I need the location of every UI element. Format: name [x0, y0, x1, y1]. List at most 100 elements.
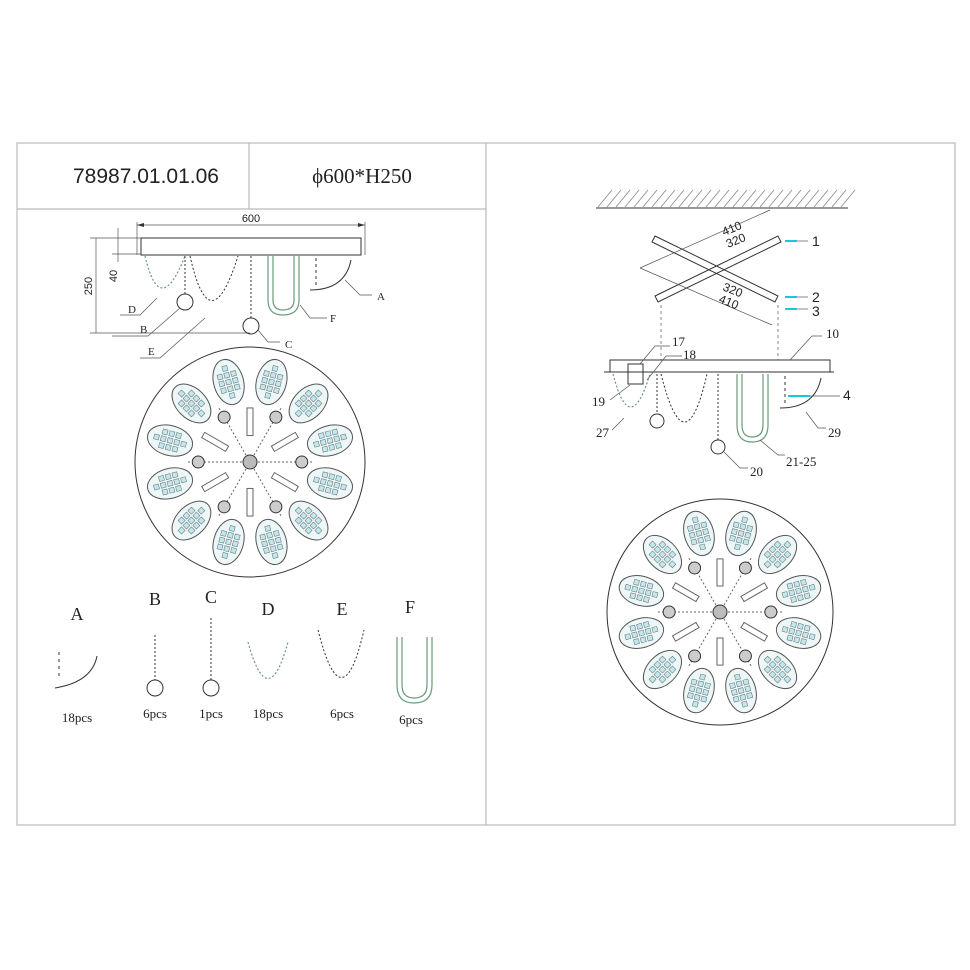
crystal	[223, 545, 231, 553]
hatch-line	[642, 189, 658, 208]
model-number: 78987.01.01.06	[73, 165, 219, 188]
glass-rod	[246, 487, 254, 517]
callout-1: 1	[812, 233, 820, 249]
crystal	[646, 582, 654, 590]
part-f-label: F	[405, 597, 415, 617]
crystal	[695, 530, 703, 537]
part-c-qty: 1pcs	[199, 706, 223, 721]
crystal	[182, 404, 191, 413]
crystal	[668, 560, 677, 569]
crystal	[216, 543, 224, 551]
hatch-line	[741, 189, 757, 208]
crystal	[741, 516, 749, 524]
crystal	[313, 476, 320, 484]
crystal	[220, 387, 227, 394]
part-a-qty: 18pcs	[62, 710, 92, 725]
crystal	[803, 624, 811, 632]
crystal-ball	[217, 500, 231, 514]
crystal-petal	[618, 617, 665, 649]
crystal	[335, 475, 342, 482]
crystal	[220, 530, 227, 537]
crystal	[294, 516, 303, 525]
height-dim: 250	[83, 277, 95, 295]
crystal	[691, 516, 699, 524]
crystal	[790, 596, 798, 603]
crystal-petal	[288, 383, 329, 424]
crystal	[216, 373, 224, 381]
crystal	[763, 665, 772, 674]
crystal	[269, 545, 277, 553]
crystal-petal	[171, 500, 212, 541]
crystal	[273, 530, 280, 537]
crystal	[631, 631, 639, 639]
crystal-petal	[255, 358, 288, 406]
crystal	[173, 439, 181, 446]
crystal	[700, 695, 708, 703]
glass-rod	[716, 558, 724, 587]
crystal	[304, 506, 313, 515]
crystal	[651, 591, 659, 598]
crystal	[299, 511, 308, 520]
hatch-line	[777, 189, 793, 208]
hatch-line	[633, 189, 649, 208]
crystal-ball	[764, 605, 778, 619]
crystal	[786, 582, 794, 590]
crystal	[331, 428, 339, 436]
crystal	[309, 521, 318, 530]
crystal	[648, 550, 657, 559]
hatch-line	[669, 189, 685, 208]
crystal	[182, 511, 191, 520]
hatch-line	[813, 189, 829, 208]
crystal	[768, 670, 777, 679]
crystal	[629, 592, 637, 600]
crystal	[318, 485, 325, 492]
crystal	[304, 409, 313, 418]
crystal	[788, 589, 796, 597]
crystal	[177, 389, 186, 398]
part-e-qty: 6pcs	[330, 706, 354, 721]
crystal	[259, 383, 267, 391]
crystal	[269, 371, 277, 379]
assembly-view: 410 320 320 410 1 2 3 10 17 18 19 27 20	[592, 189, 856, 479]
crystal	[778, 545, 787, 554]
glass-rod	[716, 637, 724, 666]
crystal	[768, 555, 777, 564]
crystal	[218, 536, 226, 544]
crystal	[795, 629, 802, 637]
crystal	[299, 394, 308, 403]
crystal	[328, 473, 336, 481]
crystal	[274, 536, 282, 544]
crystal	[314, 389, 323, 398]
crystal-ball	[738, 649, 752, 663]
crystal	[793, 580, 801, 588]
crystal	[324, 486, 332, 494]
crystal	[668, 655, 677, 664]
outer-ring	[134, 346, 366, 578]
crystal	[636, 594, 643, 602]
crystal	[742, 538, 750, 546]
crystal	[321, 471, 329, 479]
crystal	[335, 442, 342, 449]
crystal	[693, 523, 701, 531]
crystal	[324, 430, 332, 438]
crystal	[268, 538, 275, 546]
crystal	[309, 394, 318, 403]
crystal	[633, 638, 640, 645]
crystal	[192, 394, 201, 403]
crystal	[739, 693, 747, 701]
crystal	[192, 404, 201, 413]
crystal	[783, 540, 792, 549]
crystal-petal	[618, 575, 665, 607]
crystal	[225, 538, 232, 546]
crystal-petal	[725, 510, 757, 557]
crystal	[299, 521, 308, 530]
callout-19: 19	[592, 394, 605, 409]
center-crystal-ball	[242, 454, 258, 470]
crystal	[263, 547, 270, 554]
crystal	[658, 540, 667, 549]
crystal	[187, 506, 196, 515]
crystal	[221, 552, 229, 559]
callout-e: E	[148, 346, 155, 358]
crystal	[808, 633, 816, 641]
crystal	[688, 531, 696, 539]
